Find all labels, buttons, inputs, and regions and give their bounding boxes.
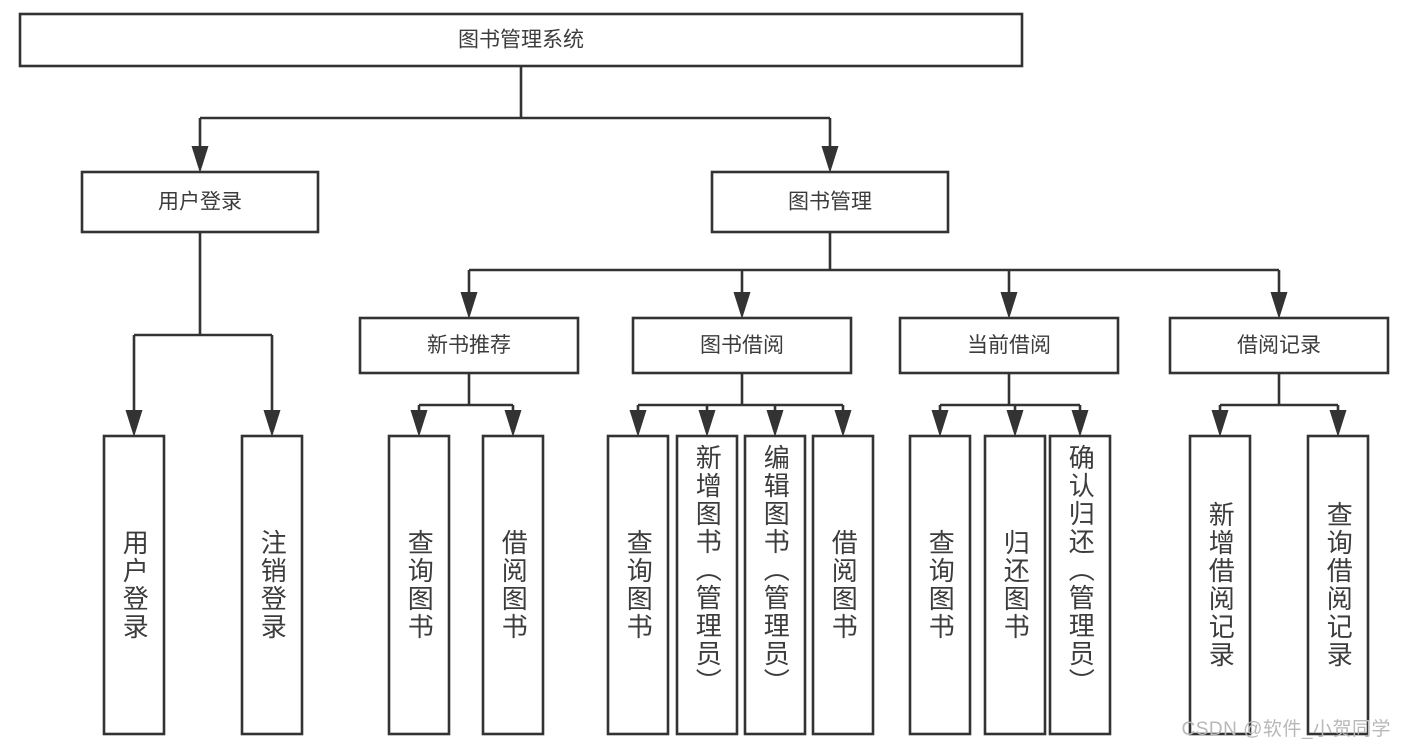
node-box-layer bbox=[18, 12, 1390, 736]
arrow-head-icon bbox=[125, 410, 143, 437]
node-label-n-borrow-record: 借阅记录 bbox=[1237, 334, 1321, 357]
node-label-n-current-borrow: 当前借阅 bbox=[967, 334, 1051, 357]
node-box-l-br-add[interactable] bbox=[1188, 434, 1252, 736]
node-box-l-br-query[interactable] bbox=[1306, 434, 1370, 736]
node-label-n-book-manage: 图书管理 bbox=[788, 191, 872, 214]
node-box-l-cb-query[interactable] bbox=[908, 434, 972, 736]
connector-group bbox=[931, 373, 1089, 437]
arrow-head-icon bbox=[733, 292, 751, 319]
arrow-head-icon bbox=[410, 410, 428, 437]
arrow-head-icon bbox=[766, 410, 784, 437]
node-box-n-new-book-rec[interactable] bbox=[358, 316, 580, 375]
node-box-l-cb-return[interactable] bbox=[983, 434, 1047, 736]
connector-group bbox=[1211, 373, 1347, 437]
arrow-head-icon bbox=[834, 410, 852, 437]
connector-group bbox=[125, 232, 281, 437]
node-box-l-bb-borrow[interactable] bbox=[811, 434, 875, 736]
node-label-n-new-book-rec: 新书推荐 bbox=[427, 334, 511, 357]
node-box-l-bb-query[interactable] bbox=[606, 434, 670, 736]
arrow-head-icon bbox=[504, 410, 522, 437]
arrow-head-icon bbox=[263, 410, 281, 437]
node-label-root: 图书管理系统 bbox=[458, 29, 584, 52]
arrow-head-icon bbox=[1071, 410, 1089, 437]
arrow-head-icon bbox=[1000, 292, 1018, 319]
node-box-root[interactable] bbox=[18, 12, 1024, 68]
node-box-l-rec-borrow[interactable] bbox=[481, 434, 545, 736]
node-box-l-cb-confirm[interactable] bbox=[1048, 434, 1112, 736]
arrow-head-icon bbox=[931, 410, 949, 437]
node-box-l-bb-add[interactable] bbox=[675, 434, 739, 736]
connector-group bbox=[629, 373, 852, 437]
node-box-n-borrow-record[interactable] bbox=[1168, 316, 1390, 375]
arrow-head-icon bbox=[191, 146, 209, 173]
arrow-head-icon bbox=[629, 410, 647, 437]
node-label-n-user-login: 用户登录 bbox=[158, 191, 242, 214]
arrow-head-icon bbox=[821, 146, 839, 173]
node-box-n-current-borrow[interactable] bbox=[898, 316, 1120, 375]
node-box-l-user-login[interactable] bbox=[102, 434, 166, 736]
arrow-head-icon bbox=[1270, 292, 1288, 319]
arrow-head-icon bbox=[460, 292, 478, 319]
csdn-watermark: CSDN @软件_小贺同学 bbox=[1181, 719, 1391, 740]
node-box-n-user-login[interactable] bbox=[80, 170, 320, 234]
arrow-head-icon bbox=[1211, 410, 1229, 437]
arrow-head-icon bbox=[1329, 410, 1347, 437]
node-box-n-book-borrow[interactable] bbox=[631, 316, 853, 375]
connector-layer bbox=[125, 66, 1347, 437]
connector-group bbox=[410, 373, 522, 437]
arrow-head-icon bbox=[698, 410, 716, 437]
node-box-l-bb-edit[interactable] bbox=[743, 434, 807, 736]
node-label-n-book-borrow: 图书借阅 bbox=[700, 334, 784, 357]
arrow-head-icon bbox=[1006, 410, 1024, 437]
node-box-l-user-logout[interactable] bbox=[240, 434, 304, 736]
connector-group bbox=[460, 232, 1288, 319]
node-box-n-book-manage[interactable] bbox=[710, 170, 950, 234]
connector-group bbox=[191, 66, 839, 173]
node-box-l-rec-query[interactable] bbox=[387, 434, 451, 736]
